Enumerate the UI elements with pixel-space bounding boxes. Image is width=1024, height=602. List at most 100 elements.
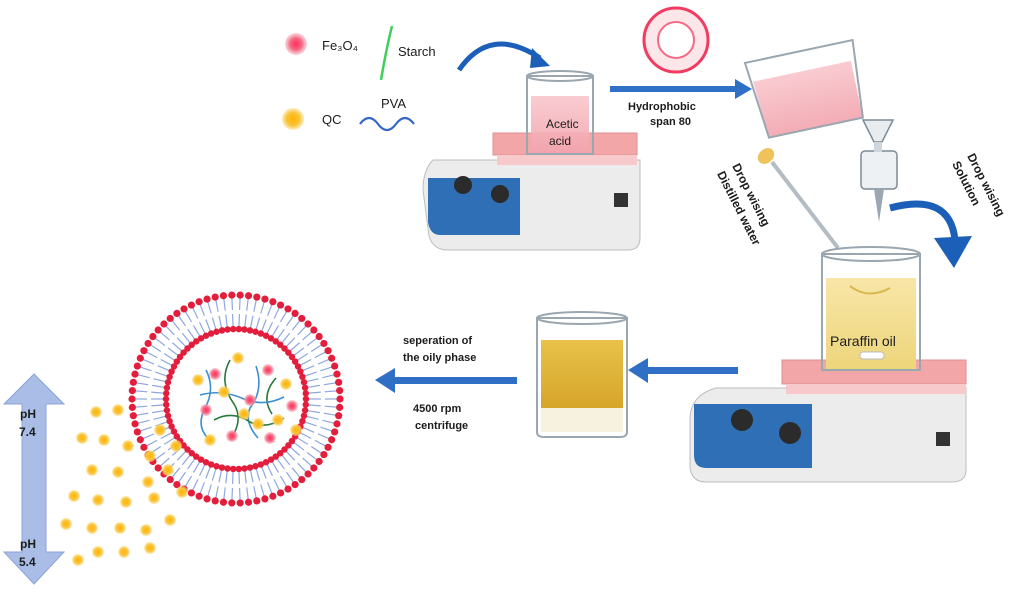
knob-icon bbox=[779, 422, 801, 444]
lipid-head bbox=[267, 456, 275, 463]
qc-particle bbox=[90, 406, 102, 418]
lipid-head bbox=[269, 492, 277, 500]
polymer-chain bbox=[247, 365, 260, 439]
lipid-head bbox=[207, 461, 215, 468]
qc-particle bbox=[120, 496, 132, 508]
legend: Fe₃O₄ Starch QC PVA bbox=[282, 25, 436, 132]
fe3o4-particle bbox=[226, 430, 238, 442]
lipid-head bbox=[140, 443, 148, 451]
lipid-head bbox=[310, 464, 318, 472]
lipid-head bbox=[133, 362, 141, 370]
lipid-head bbox=[253, 293, 261, 301]
fe3o4-particle bbox=[200, 404, 212, 416]
qc-particle bbox=[238, 408, 250, 420]
lipid-head bbox=[187, 301, 196, 309]
lipid-head bbox=[128, 395, 136, 403]
lipid-head bbox=[272, 338, 280, 345]
lipid-head bbox=[285, 442, 292, 449]
qc-label: QC bbox=[322, 112, 342, 127]
lipid-head bbox=[298, 475, 306, 484]
lipid-head bbox=[241, 326, 248, 333]
paraffin-oil-label: Paraffin oil bbox=[830, 333, 896, 349]
fe3o4-particle-icon bbox=[285, 33, 307, 55]
polymer-chain bbox=[224, 359, 239, 441]
qc-particle bbox=[92, 494, 104, 506]
lipid-head bbox=[236, 291, 244, 299]
lipid-head bbox=[149, 332, 157, 341]
lipid-head bbox=[224, 465, 231, 472]
lipid-head bbox=[324, 443, 332, 451]
lipid-head bbox=[333, 420, 341, 428]
knob-icon bbox=[491, 185, 509, 203]
lipid-head bbox=[219, 292, 228, 300]
lipid-head bbox=[281, 345, 288, 352]
lipid-head bbox=[192, 338, 200, 345]
lipid-head bbox=[192, 453, 200, 460]
acetic-acid-label: acid bbox=[549, 134, 571, 148]
lipid-head bbox=[180, 305, 188, 313]
hydrophobic-label: span 80 bbox=[650, 116, 691, 128]
qc-particle bbox=[68, 490, 80, 502]
lipid-head bbox=[203, 495, 211, 503]
lipid-head bbox=[164, 379, 172, 386]
lipid-head bbox=[173, 358, 181, 365]
lipid-head bbox=[136, 354, 144, 362]
released-qc-particles bbox=[60, 404, 188, 566]
qc-particle bbox=[272, 414, 284, 426]
qc-particle bbox=[162, 464, 174, 476]
qc-particle bbox=[72, 554, 84, 566]
lipid-head bbox=[288, 353, 296, 361]
lipid-head bbox=[235, 325, 243, 333]
beaker-paraffin-oil: Paraffin oil bbox=[821, 246, 921, 371]
arrow-right-1 bbox=[610, 79, 752, 99]
lipid-head bbox=[162, 395, 170, 403]
qc-particle bbox=[122, 440, 134, 452]
lipid-head bbox=[197, 335, 205, 342]
fe3o4-particle bbox=[209, 368, 221, 380]
hotplate-stirrer-2 bbox=[689, 359, 967, 483]
lipid-head bbox=[188, 449, 195, 457]
lipid-head bbox=[166, 373, 173, 381]
knob-icon bbox=[731, 409, 753, 431]
lipid-head bbox=[241, 465, 248, 472]
arrow-left-1 bbox=[628, 358, 738, 383]
lipid-head bbox=[276, 489, 285, 497]
lipid-head bbox=[160, 320, 168, 328]
fe3o4-particle bbox=[264, 432, 276, 444]
lipid-head bbox=[315, 457, 323, 466]
knob-icon bbox=[454, 176, 472, 194]
lipid-head bbox=[285, 349, 292, 356]
nanoparticle-core bbox=[172, 335, 302, 463]
arrow-left-2 bbox=[375, 368, 517, 393]
lipid-head bbox=[331, 362, 339, 370]
lipid-head bbox=[128, 403, 136, 411]
lipid-head bbox=[170, 363, 178, 370]
lipid-head bbox=[140, 347, 148, 355]
lipid-head bbox=[173, 309, 181, 318]
lipid-head bbox=[173, 480, 181, 489]
lipid-head bbox=[195, 298, 203, 306]
lipid-head bbox=[291, 480, 299, 489]
lipid-head bbox=[284, 305, 292, 313]
lipid-head bbox=[202, 332, 210, 339]
qc-particle bbox=[98, 434, 110, 446]
qc-particle bbox=[154, 424, 166, 436]
lipid-head bbox=[236, 499, 244, 507]
lipid-head bbox=[291, 309, 299, 318]
lipid-head bbox=[302, 395, 310, 403]
lipid-head bbox=[213, 328, 220, 336]
lipid-head bbox=[219, 498, 228, 506]
lipid-head bbox=[262, 332, 270, 339]
lipid-head bbox=[211, 497, 219, 505]
qc-particle-icon bbox=[282, 108, 304, 130]
lipid-head bbox=[197, 456, 205, 463]
pva-label: PVA bbox=[381, 96, 406, 111]
lipid-head bbox=[261, 495, 269, 503]
separation-label: seperation of bbox=[403, 335, 472, 347]
fe3o4-particle bbox=[262, 364, 274, 376]
lipid-head bbox=[298, 314, 306, 323]
lipid-head bbox=[154, 326, 162, 334]
lipid-head bbox=[246, 327, 254, 334]
lipid-head bbox=[228, 499, 236, 507]
